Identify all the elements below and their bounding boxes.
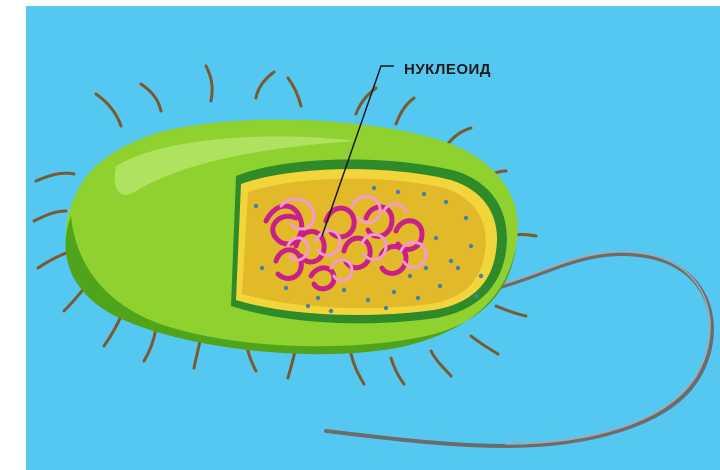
nucleoid-label: НУКЛЕОИД xyxy=(404,61,491,78)
bacterium-diagram: НУКЛЕОИД xyxy=(26,6,720,470)
diagram-svg xyxy=(26,6,720,470)
